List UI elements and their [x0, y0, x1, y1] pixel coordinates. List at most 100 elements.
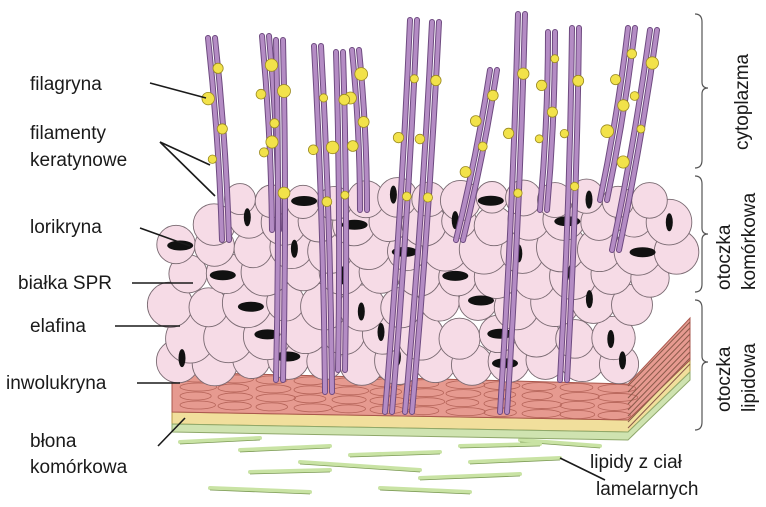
filaggrin-dot [573, 75, 584, 86]
filaggrin-dot [278, 85, 291, 98]
filaggrin-dot [259, 148, 268, 157]
filaggrin-dot [415, 134, 425, 144]
filaggrin-dot [265, 59, 277, 71]
filaggrin-dot [570, 182, 578, 190]
filaggrin-dot [202, 92, 214, 104]
filaggrin-dot [560, 129, 568, 137]
spr-oval [586, 191, 593, 209]
filaggrin-dot [617, 156, 629, 168]
label-cytoplazma: cytoplazma [732, 53, 753, 150]
filaggrin-dot [308, 145, 318, 155]
spr-oval [179, 349, 186, 367]
filaggrin-dot [355, 68, 368, 81]
spr-oval [358, 303, 365, 321]
filaggrin-dot [646, 57, 658, 69]
label-otoczka-kom-line2: komórkowa [739, 192, 760, 290]
filaggrin-dot [488, 90, 499, 101]
filaggrin-dot [270, 119, 279, 128]
spr-oval [666, 213, 673, 231]
label-otoczka-lip-line2: lipidowa [739, 343, 760, 412]
spr-oval [442, 271, 468, 281]
filaggrin-dot [347, 141, 358, 152]
loricrin-sphere [632, 183, 668, 219]
spr-oval [291, 240, 298, 258]
filaggrin-dot [410, 75, 418, 83]
label-lipidy-line1: lipidy z ciał [590, 452, 683, 473]
callout-filagryna [150, 83, 206, 98]
filaggrin-dot [470, 116, 481, 127]
label-otoczka-kom-line1: otoczka [714, 224, 735, 290]
label-elafina: elafina [30, 316, 86, 337]
callout-filamenty-a [160, 142, 210, 165]
filaggrin-dot [547, 107, 557, 117]
filaggrin-dot [339, 94, 350, 105]
lipid-stick [380, 488, 470, 492]
lipid-stick [180, 438, 260, 442]
spr-oval [619, 351, 626, 369]
filaggrin-dot [535, 135, 543, 143]
filaggrin-dot [478, 142, 487, 151]
filaggrin-dot [358, 117, 369, 128]
label-otoczka-lip-line1: otoczka [714, 346, 735, 412]
spr-oval [378, 323, 385, 341]
filaggrin-dot [536, 80, 546, 90]
filaggrin-dot [217, 124, 227, 134]
filaggrin-dot [637, 125, 645, 133]
spr-oval [238, 302, 264, 312]
lipid-stick [250, 470, 330, 472]
label-filamenty-line1: filamenty [30, 123, 107, 144]
label-lipidy-line2: lamelarnych [596, 479, 698, 500]
lipid-stick [460, 444, 540, 446]
filaggrin-dot [551, 55, 559, 63]
label-filamenty-line2: keratynowe [30, 150, 127, 171]
right-braces [695, 14, 708, 430]
filaggrin-dot [326, 141, 339, 154]
label-blona-line2: komórkowa [30, 457, 128, 478]
filaggrin-dot [266, 136, 278, 148]
filaggrin-dot [601, 125, 614, 138]
filaggrin-dot [322, 197, 332, 207]
loricrin-sphere [189, 288, 228, 327]
filaggrin-dot [630, 92, 639, 101]
label-inwolukryna: inwolukryna [6, 373, 107, 394]
label-lorikryna: lorikryna [30, 217, 102, 238]
label-bialka-spr: białka SPR [18, 273, 112, 294]
filaggrin-dot [514, 189, 522, 197]
spr-oval [607, 330, 614, 348]
filaggrin-dot [618, 100, 629, 111]
lipid-stick [240, 446, 330, 450]
filaggrin-dot [518, 68, 529, 79]
filaggrin-dot [503, 128, 513, 138]
lipid-stick [210, 488, 310, 492]
filaggrin-dot [320, 94, 328, 102]
spr-oval [478, 196, 504, 206]
spr-oval [630, 247, 656, 257]
spr-oval [586, 290, 593, 308]
filaggrin-dot [256, 89, 266, 99]
filaggrin-dot [431, 75, 441, 85]
spr-oval [210, 270, 236, 280]
filaggrin-dot [402, 192, 411, 201]
label-blona-line1: błona [30, 431, 77, 452]
filaggrin-dot [208, 155, 216, 163]
filaggrin-dot [423, 193, 432, 202]
brace-otoczka-lipidowa [695, 300, 708, 430]
loricrin-sphere [439, 318, 480, 359]
filaggrin-dot [393, 132, 403, 142]
spr-oval [244, 208, 251, 226]
filaggrin-dot [213, 63, 223, 73]
filaggrin-dot [278, 187, 290, 199]
brace-otoczka-komorkowa [695, 176, 708, 292]
lipid-stick [420, 474, 520, 478]
label-filagryna: filagryna [30, 74, 102, 95]
callout-filamenty-b [160, 142, 215, 196]
brace-cytoplazma [695, 14, 708, 168]
filaggrin-dot [611, 75, 621, 85]
lipid-stick [470, 458, 560, 462]
filaggrin-dot [341, 191, 349, 199]
filaggrin-dot [627, 49, 637, 59]
filaggrin-dot [460, 167, 471, 178]
spr-oval [390, 186, 397, 204]
spr-oval [291, 196, 317, 206]
